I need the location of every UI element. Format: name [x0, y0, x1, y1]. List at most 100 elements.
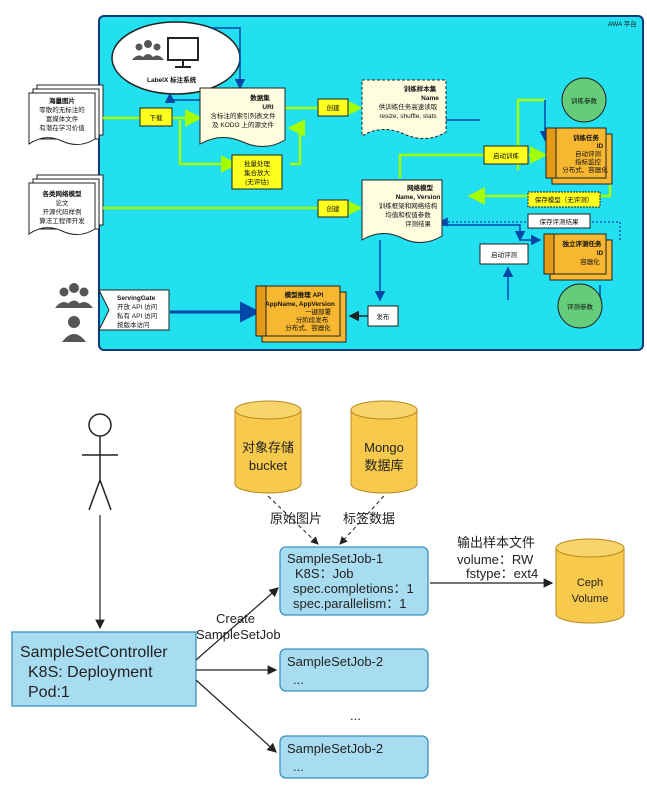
monitor-icon — [167, 37, 199, 68]
svg-text:AppName, AppVersion: AppName, AppVersion — [265, 301, 335, 308]
output-label-2: volume：RW — [457, 552, 534, 567]
svg-text:模型推理 API: 模型推理 API — [285, 290, 324, 299]
svg-text:resize, shuffle, stats: resize, shuffle, stats — [379, 113, 437, 120]
servinggate-users — [55, 283, 93, 342]
svg-text:训练任务: 训练任务 — [573, 133, 600, 142]
dotted-save-result-arrow — [438, 217, 621, 240]
svg-text:及 KODO 上的源文件: 及 KODO 上的源文件 — [212, 120, 274, 129]
network-model-doc: 网络模型 Name, Version 训练框架和网络结构 均值和权值参数 评测结… — [361, 179, 443, 243]
svg-text:有潜在学习价值: 有潜在学习价值 — [39, 123, 85, 132]
svg-text:URI: URI — [262, 104, 273, 111]
servinggate-box: ServingGate 开放 API 访问 私有 API 访问 按版本访问 — [98, 289, 170, 331]
svg-text:Mongo: Mongo — [364, 440, 404, 455]
raw-images-doc: 海量图片 零散的无标注的 富媒体文件 有潜在学习价值 — [28, 84, 104, 145]
inference-api: 模型推理 API AppName, AppVersion 一键部署 分阶段发布 … — [255, 285, 347, 343]
batch-processing: 批量处理 集合放大 (无评估) — [231, 154, 283, 190]
svg-text:spec.parallelism：1: spec.parallelism：1 — [293, 596, 406, 611]
svg-text:创建: 创建 — [327, 103, 341, 112]
publish-box: 发布 — [367, 305, 399, 327]
svg-text:Volume: Volume — [572, 593, 609, 605]
svg-text:SampleSetJob-2: SampleSetJob-2 — [287, 654, 383, 669]
dataset-doc: 数据集 URI 含标注的索引列表文件 及 KODO 上的源文件 — [199, 87, 286, 147]
svg-text:集合放大: 集合放大 — [244, 168, 271, 177]
group-users-icon — [55, 283, 93, 308]
svg-text:按版本访问: 按版本访问 — [117, 320, 150, 329]
svg-text:保存模型（无评测）: 保存模型（无评测） — [535, 195, 594, 204]
svg-text:启动评测: 启动评测 — [491, 250, 518, 259]
svg-text:指标监控: 指标监控 — [575, 157, 602, 166]
svg-text:训练参数: 训练参数 — [571, 96, 598, 105]
svg-text:训练框架和网络结构: 训练框架和网络结构 — [379, 201, 438, 210]
svg-text:ServingGate: ServingGate — [117, 295, 156, 302]
samplesetjob-3: SampleSetJob-2 ... — [279, 735, 429, 779]
svg-text:K8S: Deployment: K8S: Deployment — [28, 664, 153, 681]
svg-text:私有 API 访问: 私有 API 访问 — [117, 311, 157, 320]
svg-text:数据库: 数据库 — [364, 458, 403, 473]
svg-text:Name, Version: Name, Version — [396, 194, 441, 201]
download-tag: 下载 — [139, 107, 173, 127]
ellipsis: ... — [350, 708, 361, 723]
svg-text:对象存储: 对象存储 — [242, 440, 294, 455]
network-models-doc: 各类网络模型 论文 开源代码样例 算法工程师开发 — [28, 174, 104, 235]
svg-text:一键部署: 一键部署 — [305, 307, 332, 316]
svg-text:网络模型: 网络模型 — [407, 183, 434, 192]
svg-text:自动评测: 自动评测 — [575, 149, 602, 158]
evaluation-task: 独立评测任务 ID 容器化 — [543, 233, 613, 281]
create-tag-2: 创建 — [317, 199, 349, 218]
training-sampleset-doc: 训练样本集 Name 供训练任务高速读取 resize, shuffle, st… — [361, 79, 447, 139]
svg-text:独立评测任务: 独立评测任务 — [563, 239, 603, 248]
svg-text:...: ... — [293, 759, 304, 774]
svg-text:供训练任务高速读取: 供训练任务高速读取 — [379, 102, 438, 111]
save-model-tag: 保存模型（无评测） — [527, 191, 601, 208]
svg-text:数据集: 数据集 — [250, 93, 270, 102]
svg-text:ID: ID — [597, 250, 604, 257]
user-stick-figure-icon — [82, 413, 118, 511]
create-label-2: SampleSetJob — [196, 627, 281, 642]
svg-text:评测结果: 评测结果 — [405, 219, 432, 228]
svg-text:发布: 发布 — [377, 312, 391, 321]
svg-text:零散的无标注的: 零散的无标注的 — [39, 105, 85, 114]
object-storage-bucket: 对象存储 bucket — [234, 400, 302, 494]
svg-text:分布式、容器化: 分布式、容器化 — [562, 165, 608, 174]
train-params-circle: 训练参数 — [561, 77, 607, 123]
tag-data-label: 标签数据 — [343, 511, 395, 526]
svg-text:评测参数: 评测参数 — [567, 302, 594, 311]
training-task: 训练任务 ID 自动评测 指标监控 分布式、容器化 — [545, 127, 613, 185]
svg-text:分阶段发布: 分阶段发布 — [296, 315, 329, 324]
svg-text:保存评测结果: 保存评测结果 — [540, 217, 580, 226]
svg-text:启动训练: 启动训练 — [493, 151, 520, 160]
platform-label: AWA 平台 — [608, 19, 637, 28]
samplesetjob-diagram: 对象存储 bucket Mongo 数据库 原始图片 标签数据 SampleSe… — [11, 400, 625, 779]
svg-text:SampleSetJob-2: SampleSetJob-2 — [287, 741, 383, 756]
svg-text:含标注的索引列表文件: 含标注的索引列表文件 — [211, 111, 277, 120]
samplesetjob-2: SampleSetJob-2 ... — [279, 648, 429, 692]
ceph-volume: Ceph Volume — [555, 538, 625, 624]
samplesetjob-1: SampleSetJob-1 K8S：Job spec.completions：… — [279, 546, 429, 616]
svg-text:spec.completions：1: spec.completions：1 — [293, 581, 414, 596]
svg-text:bucket: bucket — [249, 458, 288, 473]
blue-flow-arrows — [164, 27, 601, 302]
svg-text:K8S：Job: K8S：Job — [295, 566, 354, 581]
svg-text:海量图片: 海量图片 — [49, 96, 75, 105]
svg-text:论文: 论文 — [56, 198, 70, 207]
svg-text:各类网络模型: 各类网络模型 — [42, 189, 83, 198]
eval-params-circle: 评测参数 — [557, 283, 603, 329]
svg-text:Ceph: Ceph — [577, 577, 603, 589]
start-training: 启动训练 — [483, 145, 529, 165]
svg-text:Pod:1: Pod:1 — [28, 684, 70, 701]
mongo-database: Mongo 数据库 — [350, 400, 418, 494]
save-result-tag: 保存评测结果 — [527, 213, 591, 229]
svg-text:...: ... — [293, 672, 304, 687]
users-icon — [132, 40, 164, 60]
svg-text:开源代码样例: 开源代码样例 — [43, 207, 82, 216]
output-label-1: 输出样本文件 — [457, 535, 535, 550]
svg-text:容器化: 容器化 — [580, 257, 600, 266]
svg-text:算法工程师开发: 算法工程师开发 — [39, 216, 85, 225]
svg-text:ID: ID — [597, 143, 604, 150]
start-evaluation: 启动评测 — [479, 243, 529, 265]
svg-text:下载: 下载 — [150, 113, 164, 122]
create-label-1: Create — [216, 611, 255, 626]
raw-image-label: 原始图片 — [270, 511, 322, 526]
samplesetcontroller: SampleSetController K8S: Deployment Pod:… — [11, 631, 197, 707]
svg-text:开放 API 访问: 开放 API 访问 — [117, 302, 157, 311]
